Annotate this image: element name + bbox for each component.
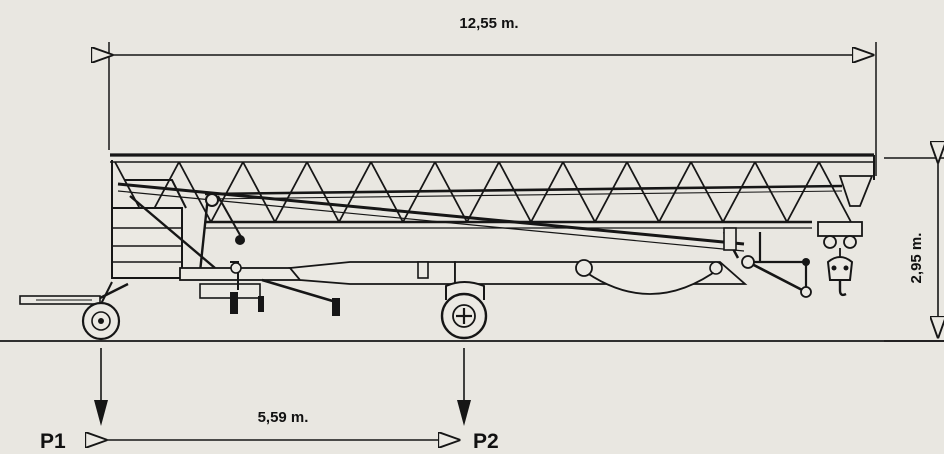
jack-cylinder [417,261,429,279]
upper-tie-bar-inner [204,190,843,200]
trolley [817,221,863,237]
height-dimension: 2,95 m. [884,158,944,342]
hook-block [826,256,854,281]
lattice-diagonal [498,161,532,223]
rear-linkage [741,232,812,298]
front-pin-icon [235,235,245,245]
upper-tie-bar [204,184,843,196]
front-tower [111,160,245,279]
p2-label: P2 [473,430,499,453]
outrigger-arm [261,278,337,304]
trolley-wheel-icon [843,235,857,249]
chassis [179,227,748,316]
lattice-diagonal [242,161,276,223]
lattice-diagonal [594,161,628,223]
length-dimension-label: 12,55 m. [459,15,518,32]
main-tie-bar-inner [117,190,745,252]
length-dimension: 12,55 m. [109,15,877,176]
trolley-hook [817,221,863,297]
lattice-diagonal [658,161,692,223]
load-arrows [94,348,471,426]
axle-spacing-dimension: 5,59 m. [106,409,459,440]
running-gear [19,281,488,341]
lattice-diagonal [626,161,660,223]
jib-tip-bracket [838,175,874,207]
counterweight-block [111,207,183,279]
tie-bars [117,182,843,252]
hook-icon [838,280,847,297]
lattice-diagonal [818,161,852,223]
lattice-diagonal [562,161,596,223]
linkage-pivot-icon [741,255,755,269]
axle-spacing-label: 5,59 m. [258,409,309,426]
lattice-diagonal [530,161,564,223]
outrigger-foot [332,298,340,316]
lattice-diagonal [466,161,500,223]
slewing-ring [579,267,721,295]
lattice-diagonal [690,161,724,223]
chassis-beam [288,261,456,285]
lattice-diagonal [210,161,244,223]
front-pivot-icon [205,193,219,207]
front-mast-leg [198,195,210,273]
height-dimension-label: 2,95 m. [908,233,925,284]
p1-label: P1 [40,430,66,453]
trolley-wheel-icon [823,235,837,249]
